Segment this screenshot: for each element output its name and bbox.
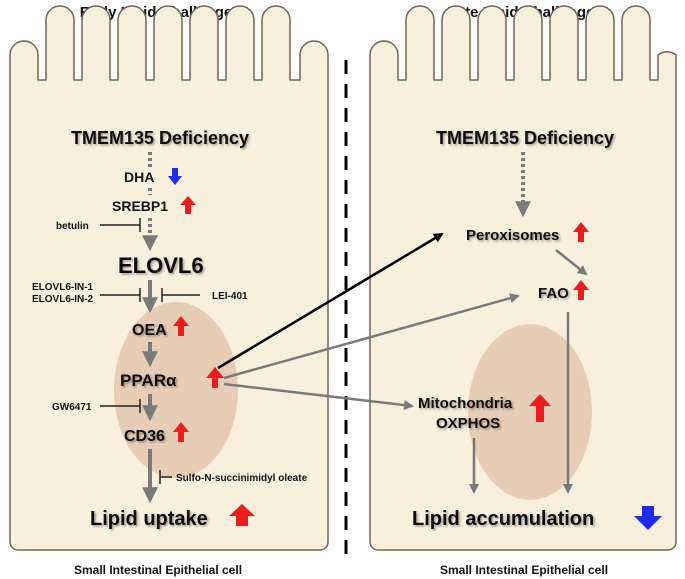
ppara-to-peroxisomes-arrow — [217, 232, 444, 370]
gw6471-label: GW6471 — [52, 402, 92, 413]
ppara-up-arrow-icon — [206, 367, 224, 388]
cd36-up-arrow-icon — [173, 422, 189, 442]
peroxisomes-to-fao-arrow — [555, 249, 588, 276]
mitochondria-up-arrow-icon — [529, 394, 551, 422]
fao-up-arrow-icon — [573, 280, 589, 300]
lipid-uptake-label: Lipid uptake — [90, 508, 208, 530]
right-panel-footer: Small Intestinal Epithelial cell — [440, 563, 608, 577]
peroxisomes-up-arrow-icon — [573, 222, 589, 242]
right-deficiency-label: TMEM135 Deficiency — [436, 128, 614, 148]
left-panel-footer: Small Intestinal Epithelial cell — [74, 563, 242, 577]
elovl6-label: ELOVL6 — [118, 253, 204, 278]
srebp1-up-arrow-icon — [180, 196, 196, 214]
elovl6-in-1-label: ELOVL6-IN-1 — [32, 282, 94, 293]
dha-label: DHA — [124, 169, 154, 185]
betulin-label: betulin — [56, 221, 89, 232]
uptake-up-arrow-icon — [229, 504, 255, 526]
fao-label: FAO — [538, 285, 569, 302]
left-deficiency-label: TMEM135 Deficiency — [71, 128, 249, 148]
ppara-to-fao-arrow — [223, 293, 520, 380]
elovl6-in-2-label: ELOVL6-IN-2 — [32, 294, 94, 305]
oxphos-label: OXPHOS — [436, 415, 500, 432]
srebp1-label: SREBP1 — [112, 198, 168, 214]
left-nucleus — [114, 302, 238, 478]
right-cell-outline — [369, 5, 677, 551]
oea-up-arrow-icon — [173, 316, 189, 336]
cd36-label: CD36 — [124, 428, 165, 445]
dha-down-arrow-icon — [168, 168, 182, 185]
peroxisomes-label: Peroxisomes — [466, 227, 559, 244]
lipid-accumulation-label: Lipid accumulation — [412, 508, 594, 530]
ppara-to-mitochondria-arrow — [223, 382, 414, 411]
accumulation-down-arrow-icon — [634, 506, 662, 530]
oea-label: OEA — [132, 322, 167, 339]
sulfo-label: Sulfo-N-succinimidyl oleate — [176, 473, 308, 484]
right-nucleus — [468, 324, 592, 500]
mitochondria-label: Mitochondria — [418, 395, 513, 412]
lei401-label: LEI-401 — [212, 291, 248, 302]
ppara-label: PPARα — [120, 371, 177, 390]
left-cell-outline — [9, 5, 329, 551]
